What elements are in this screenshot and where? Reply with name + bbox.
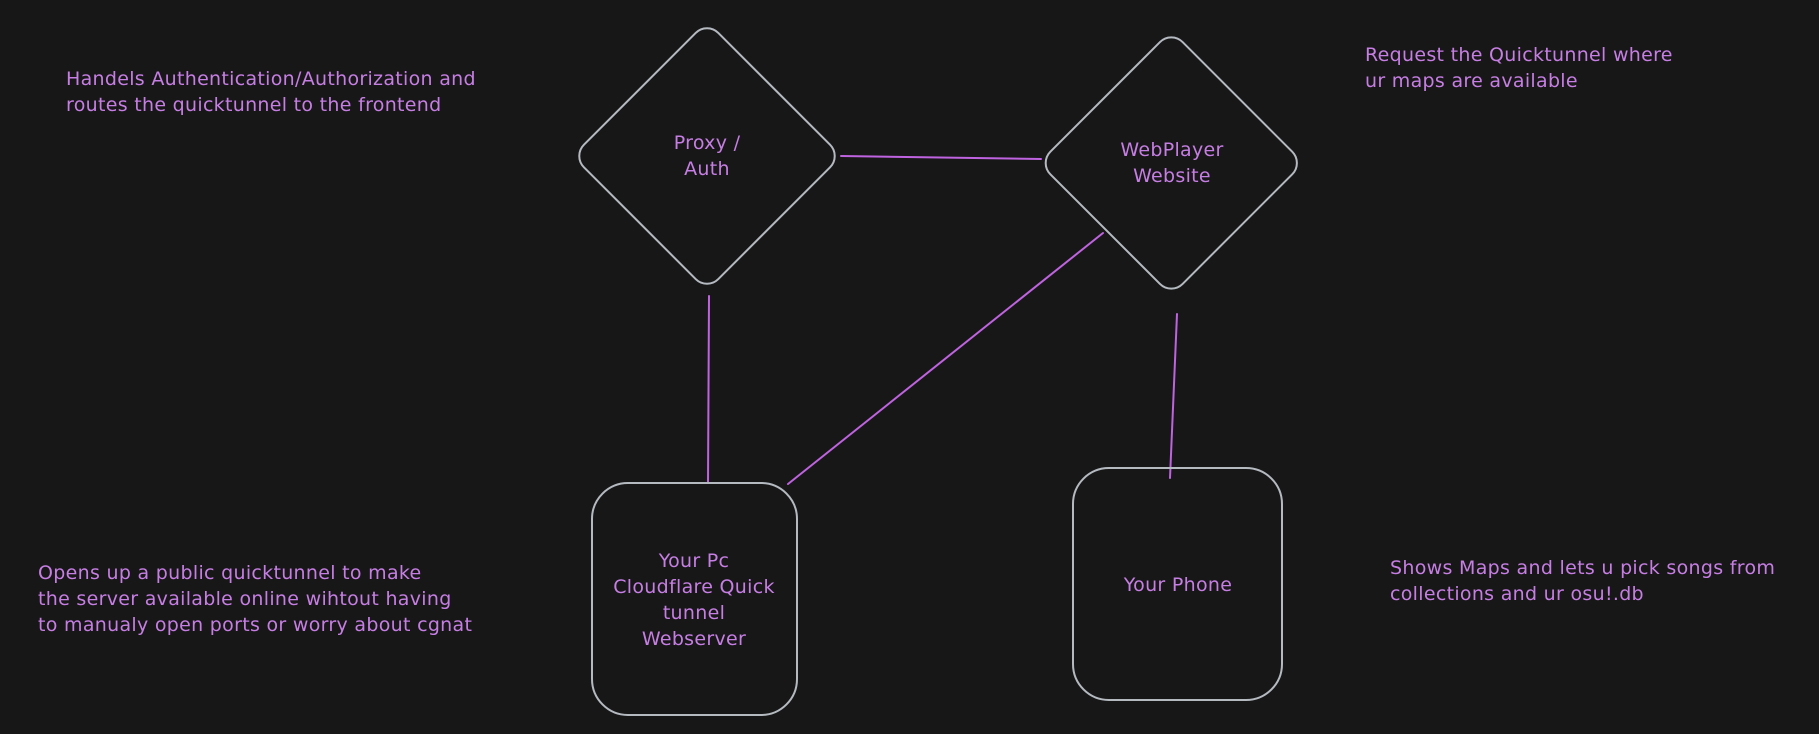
annotation-top-right[interactable]: Request the Quicktunnel where ur maps ar… bbox=[1365, 44, 1673, 92]
node-label-webplayer-website: WebPlayer Website bbox=[1120, 139, 1224, 187]
node-label-proxy-auth: Proxy / Auth bbox=[673, 132, 741, 180]
your-phone-node[interactable] bbox=[1072, 467, 1283, 701]
edge-webplayer-to-pc[interactable] bbox=[787, 232, 1104, 485]
edge-proxy-to-pc[interactable] bbox=[707, 295, 710, 484]
node-label-your-pc: Your Pc Cloudflare Quick tunnel Webserve… bbox=[613, 550, 775, 650]
your-pc-node[interactable] bbox=[591, 482, 798, 716]
edge-webplayer-to-phone[interactable] bbox=[1169, 313, 1178, 479]
proxy-auth-node[interactable] bbox=[573, 22, 842, 291]
webplayer-website-node[interactable] bbox=[1039, 31, 1303, 295]
annotation-bottom-left[interactable]: Opens up a public quicktunnel to make th… bbox=[38, 562, 473, 636]
annotation-top-left[interactable]: Handels Authentication/Authorization and… bbox=[66, 68, 476, 116]
node-label-your-phone: Your Phone bbox=[1123, 574, 1233, 596]
edge-proxy-to-webplayer[interactable] bbox=[840, 155, 1042, 160]
annotation-bottom-right[interactable]: Shows Maps and lets u pick songs from co… bbox=[1390, 557, 1776, 605]
